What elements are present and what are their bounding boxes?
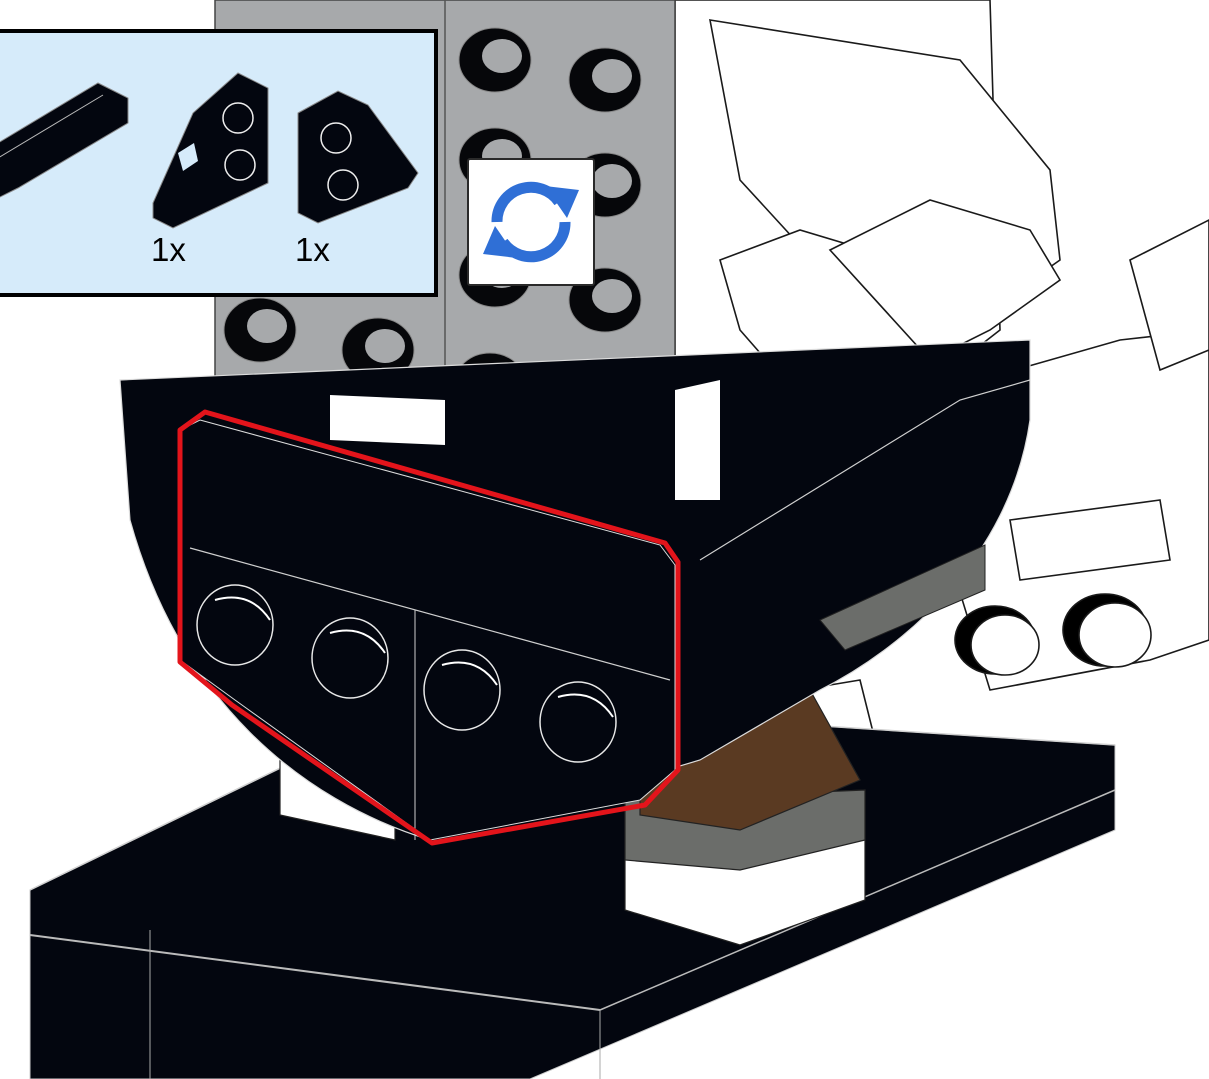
- part-icons: [0, 33, 434, 293]
- rotate-model-icon: [469, 160, 593, 284]
- rotate-model-indicator: [467, 158, 595, 286]
- part-quantity-right: 1x: [295, 231, 330, 269]
- black-tile-long-icon: [0, 83, 128, 198]
- black-wedge-plate-right-icon: [298, 91, 418, 223]
- parts-callout: 1x 1x: [0, 29, 438, 297]
- part-quantity-left: 1x: [151, 231, 186, 269]
- black-wedge-plate-left-icon: [153, 73, 268, 228]
